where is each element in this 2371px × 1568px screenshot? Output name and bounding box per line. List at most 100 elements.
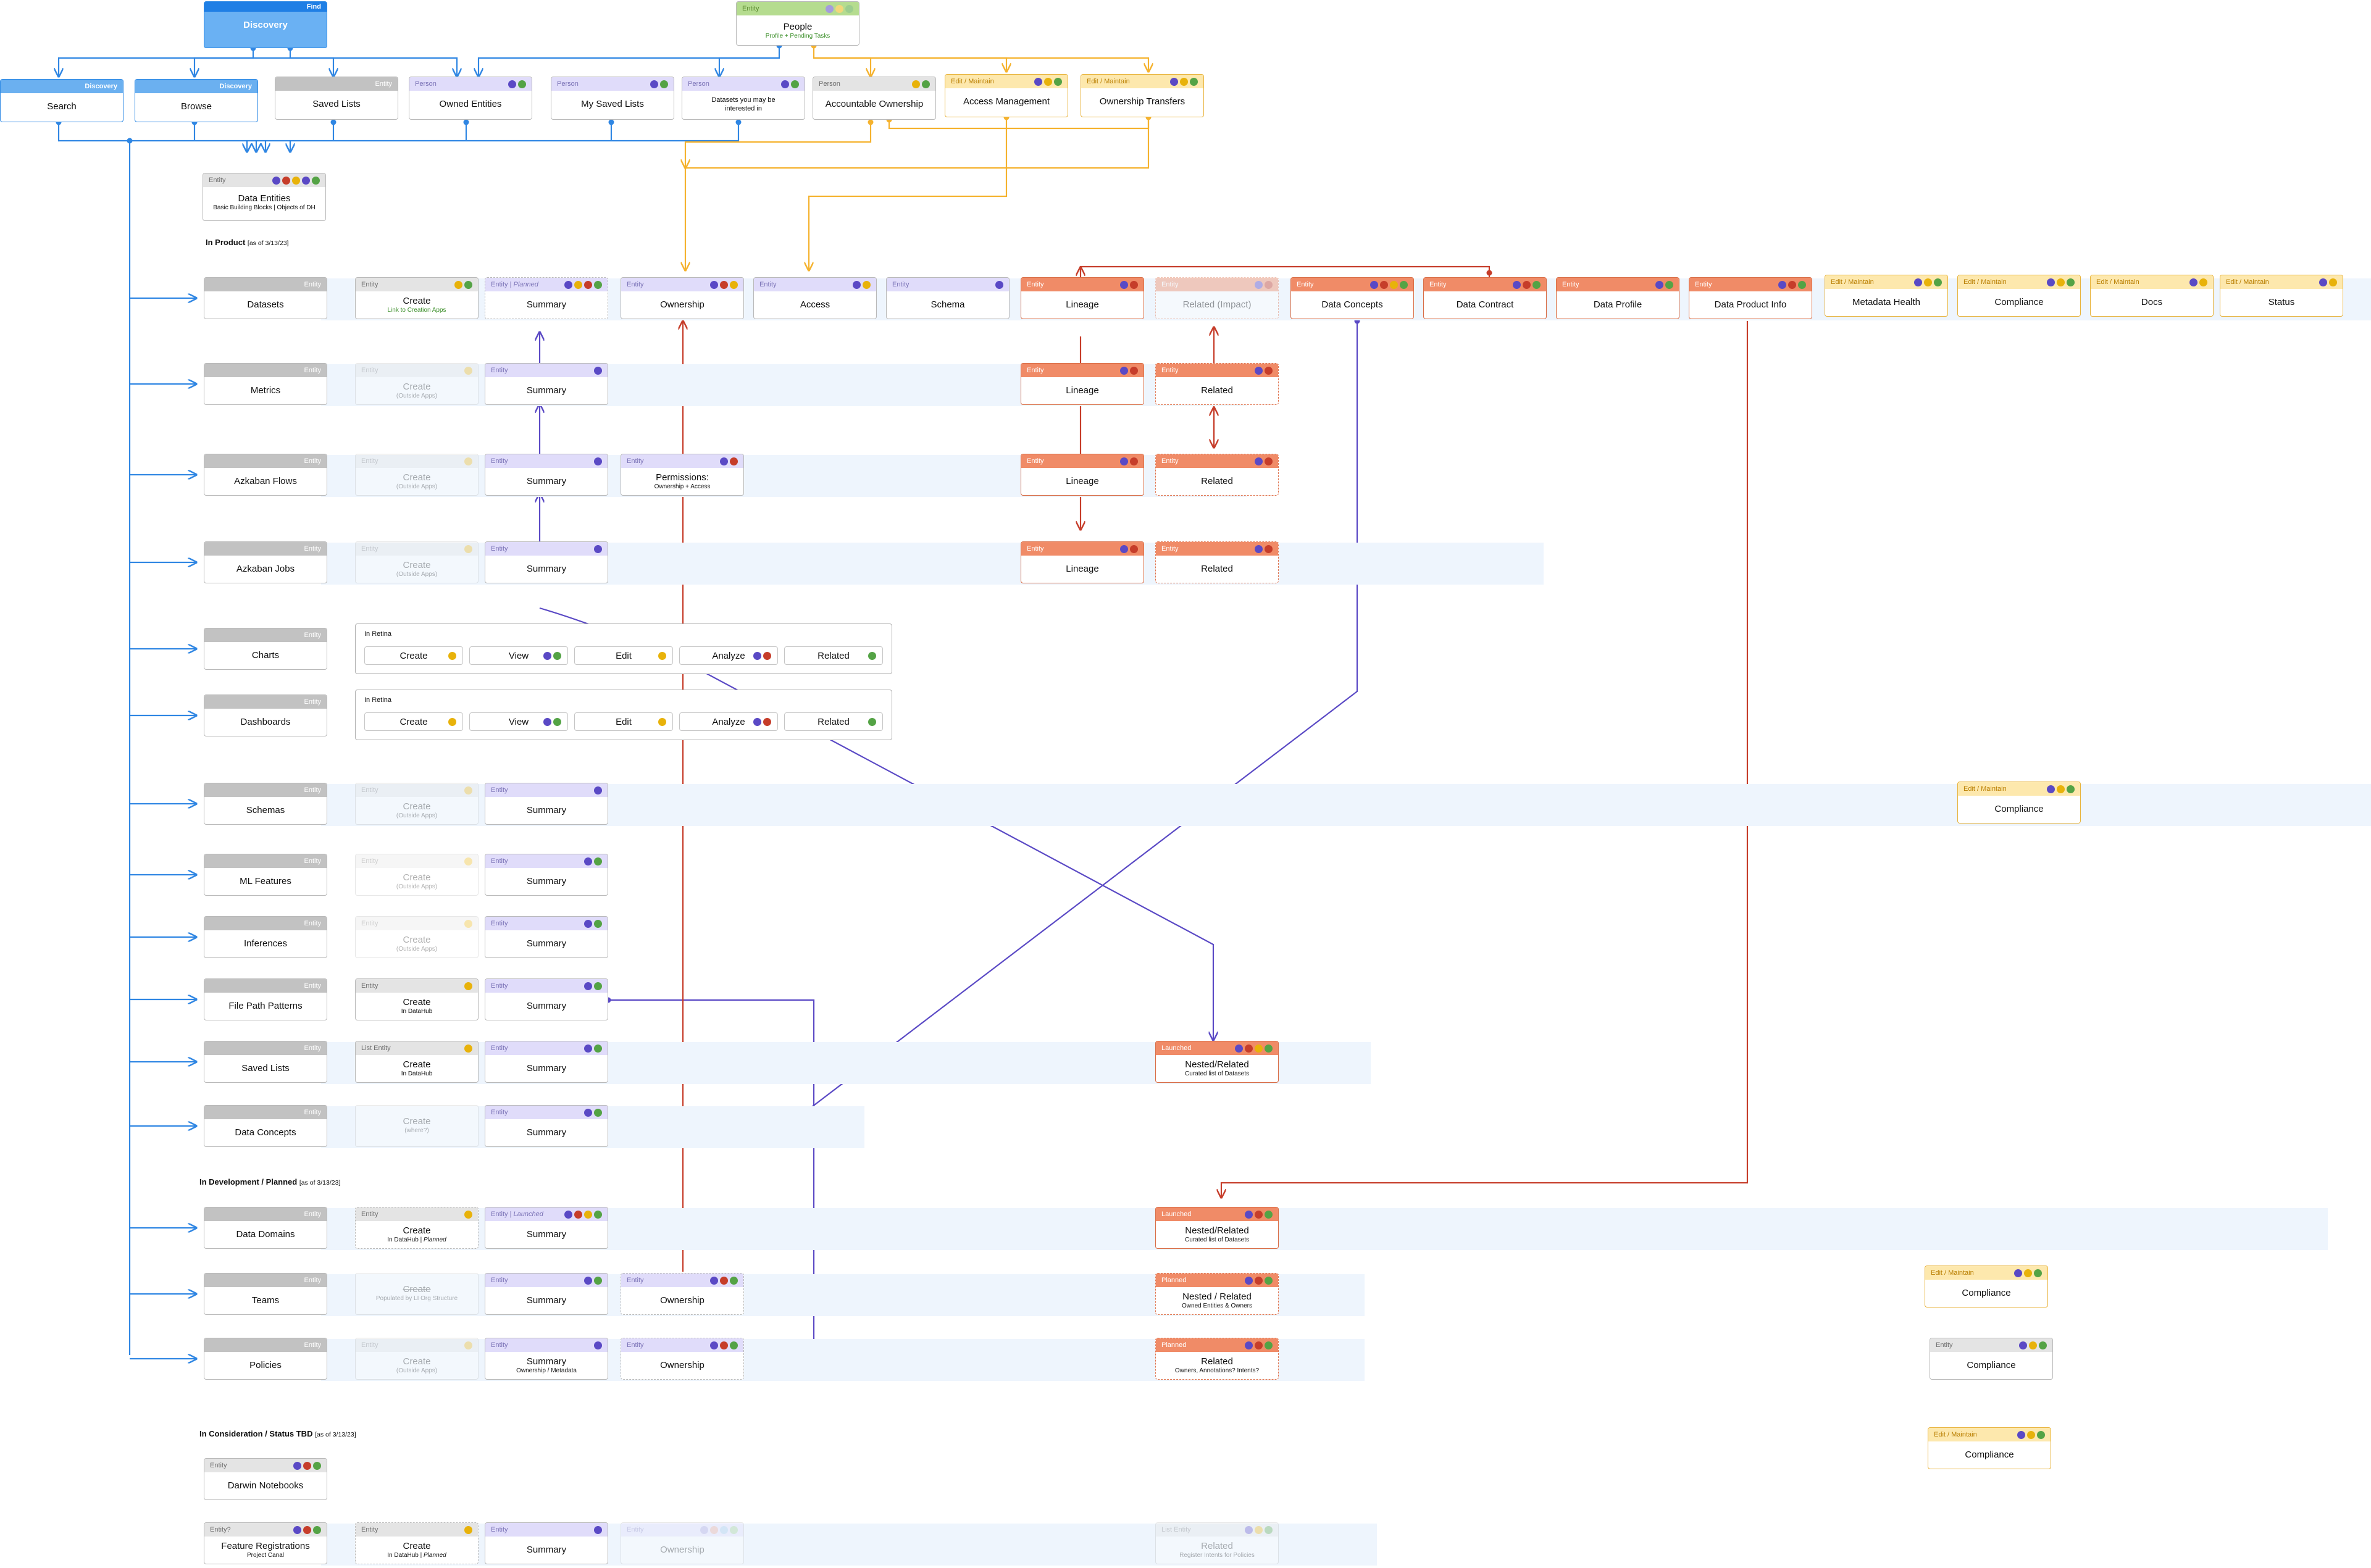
retina-view-button[interactable]: View	[469, 646, 568, 665]
retina-create-button[interactable]: Create	[364, 646, 463, 665]
retina-analyze-button[interactable]: Analyze	[679, 712, 778, 731]
retina-analyze-button[interactable]: Analyze	[679, 646, 778, 665]
retina-edit-button[interactable]: Edit	[574, 646, 673, 665]
retina-edit-button[interactable]: Edit	[574, 712, 673, 731]
retina-view-button[interactable]: View	[469, 712, 568, 731]
retina-related-button[interactable]: Related	[784, 646, 883, 665]
card-data-concepts-create[interactable]: Create(where?)	[355, 1105, 479, 1147]
retina-create-button[interactable]: Create	[364, 712, 463, 731]
retina-related-button[interactable]: Related	[784, 712, 883, 731]
card-header: Entity	[485, 917, 608, 930]
